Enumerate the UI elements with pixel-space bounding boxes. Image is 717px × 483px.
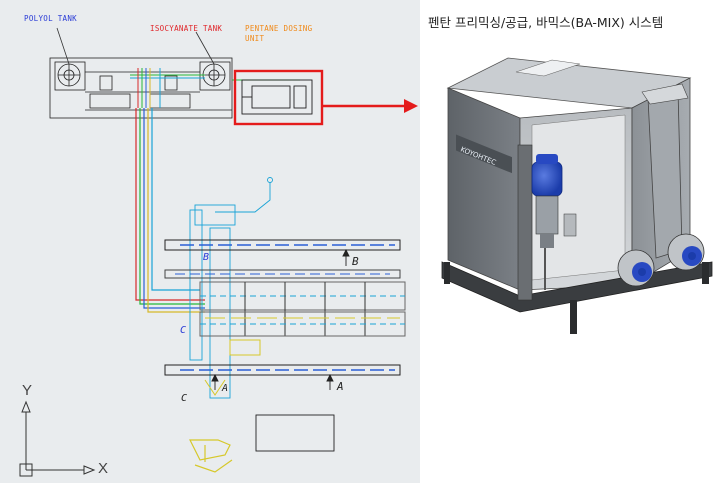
marker-c-lower: C — [181, 393, 188, 404]
axis-y-label: Y — [22, 382, 33, 399]
marker-c-upper: C — [180, 325, 187, 336]
empty-box — [255, 414, 335, 452]
cad-drawing-panel: POLYOL TANK ISOCYANATE TANK PENTANE DOSI… — [0, 0, 420, 483]
cabinet-left-panel — [447, 87, 521, 291]
render-panel: 펜탄 프리믹싱/공급, 바믹스(BA-MIX) 시스템 — [420, 0, 717, 483]
pentane-dosing-label-line2: UNIT — [245, 34, 265, 43]
marker-a-left: A — [222, 383, 229, 394]
roof-hatch — [515, 59, 581, 77]
pentane-dosing-unit-symbol — [241, 79, 313, 115]
pump-flange — [540, 234, 554, 248]
machine-render: KOYOHTEC — [441, 57, 713, 334]
marker-a-right: A — [337, 380, 344, 393]
nozzle-sketch — [189, 439, 233, 473]
pentane-dosing-label-line1: PENTANE DOSING — [245, 24, 313, 33]
highlight-arrow — [322, 99, 418, 113]
pump-body — [535, 195, 559, 235]
base-leg-2 — [570, 300, 577, 334]
marker-b-right: B — [352, 255, 359, 268]
section-arrows — [211, 248, 350, 390]
polyol-tank-symbol — [56, 27, 81, 87]
exhaust-duct-top — [641, 83, 689, 105]
top-piping — [130, 68, 300, 108]
motor-body — [531, 161, 563, 197]
blower-fan-left — [617, 249, 655, 287]
pentane-unit-highlight-box — [233, 69, 324, 126]
base-leg-1 — [444, 262, 450, 284]
pump-column — [517, 144, 533, 301]
motor-cap — [536, 154, 558, 164]
station-bars — [164, 239, 406, 396]
render-title: 펜탄 프리믹싱/공급, 바믹스(BA-MIX) 시스템 — [428, 15, 664, 30]
isocyanate-tank-label: ISOCYANATE TANK — [150, 24, 223, 33]
feed-pipes — [135, 108, 205, 313]
base-leg-3 — [702, 262, 709, 284]
marker-b-left: B — [203, 252, 210, 263]
coordinate-axes — [19, 400, 96, 477]
axis-x-label: X — [98, 460, 109, 477]
cad-drawing — [19, 27, 418, 477]
filter-unit — [563, 213, 577, 237]
sensor-lines — [189, 177, 273, 399]
polyol-tank-label: POLYOL TANK — [24, 14, 77, 23]
brand-strip — [456, 134, 512, 174]
top-equipment-frame — [49, 57, 233, 119]
blower-fan-right — [667, 233, 705, 271]
